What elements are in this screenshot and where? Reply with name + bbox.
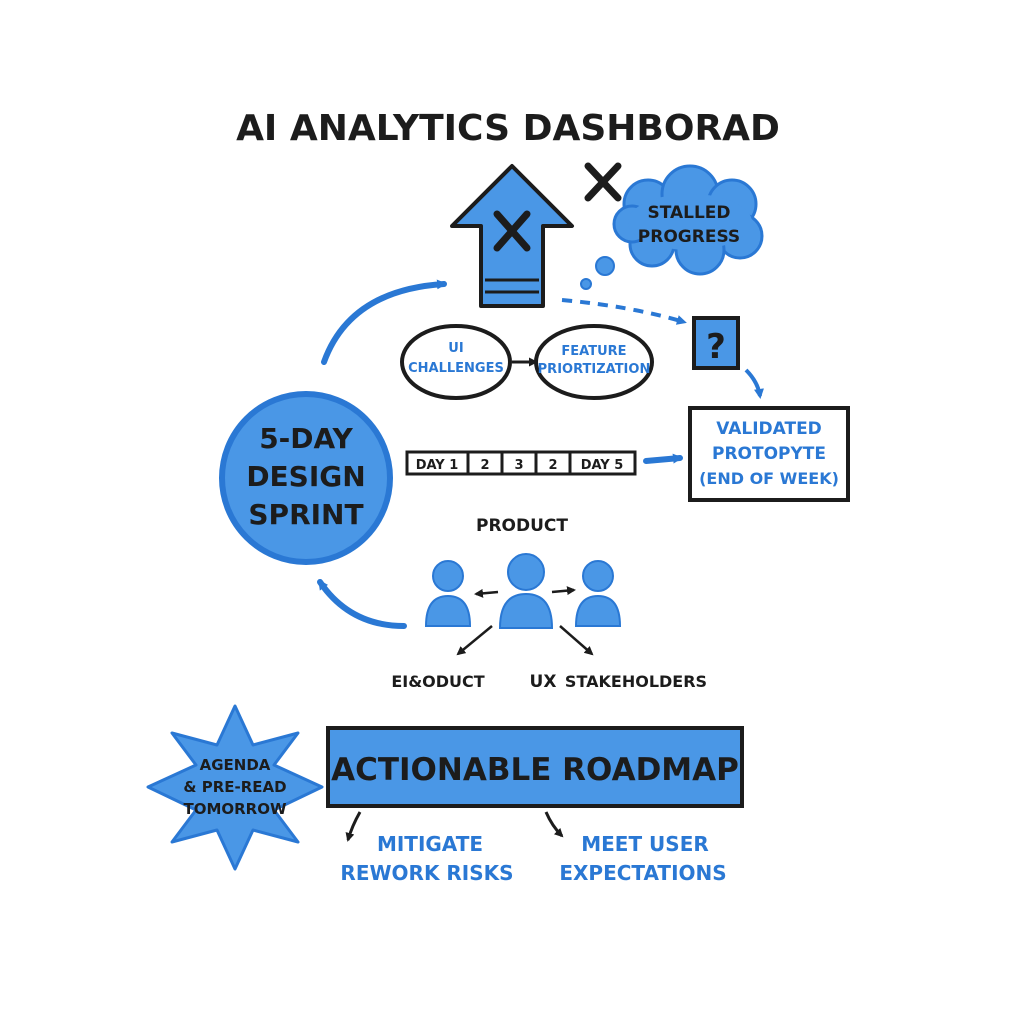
outcome-arrow-left: [345, 811, 362, 842]
validated-prototype-line3: (END OF WEEK): [699, 469, 839, 488]
x-mark-icon: [584, 162, 622, 202]
outcome-mitigate-line1: MITIGATE: [377, 832, 483, 856]
up-arrow-with-x-icon: [450, 164, 574, 308]
outcome-meet-line2: EXPECTATIONS: [559, 861, 726, 885]
team-link-arrow: [551, 586, 576, 596]
team-link-arrow: [456, 625, 493, 656]
thought-cloud-icon: [580, 164, 764, 290]
design-sprint-line1: 5-DAY: [259, 422, 353, 455]
person-icon: [498, 553, 554, 629]
design-sprint-line3: SPRINT: [248, 498, 363, 531]
ui-challenges-oval: [400, 324, 512, 400]
agenda-line2: & PRE-READ: [183, 778, 286, 796]
feature-priortization-oval: [534, 324, 654, 400]
roadmap-label: ACTIONABLE ROADMAP: [331, 752, 739, 788]
question-box: [692, 316, 740, 370]
question-down-arrow: [744, 368, 764, 399]
question-mark-icon: ?: [706, 327, 726, 367]
feature-priortization-line1: FEATURE: [561, 344, 626, 359]
timeline-to-prototype-arrow: [643, 453, 683, 464]
team-link-arrow: [474, 588, 499, 598]
team-top-label: PRODUCT: [476, 516, 568, 536]
roadmap-banner: [326, 726, 744, 808]
team-label-product: EI&ODUCT: [391, 672, 484, 691]
stalled-progress-line2: PROGRESS: [638, 227, 740, 247]
outcome-arrow-right: [544, 811, 564, 838]
team-to-sprint-arrow: [317, 579, 407, 629]
validated-prototype-box: [688, 406, 850, 502]
person-icon: [574, 560, 622, 627]
timeline-cell: 2: [548, 458, 557, 473]
timeline-cell: 3: [514, 458, 523, 473]
outcome-mitigate-line2: REWORK RISKS: [340, 861, 513, 885]
ui-challenges-line2: CHALLENGES: [408, 361, 504, 376]
person-icon: [424, 560, 472, 627]
feature-priortization-line2: PRIORTIZATION: [538, 362, 651, 377]
sprint-timeline: DAY 1 2 3 2 DAY 5: [405, 450, 637, 476]
validated-prototype-line2: PROTOPYTE: [712, 444, 826, 464]
stalled-progress-line1: STALLED: [647, 203, 730, 223]
timeline-cell: DAY 5: [581, 458, 624, 473]
starburst-icon: [146, 704, 324, 871]
timeline-cell: DAY 1: [416, 458, 459, 473]
timeline-cell: 2: [480, 458, 489, 473]
design-sprint-circle: [219, 391, 393, 565]
agenda-line1: AGENDA: [200, 756, 271, 774]
team-link-arrow: [559, 625, 594, 656]
dashed-connector-arrow: [561, 298, 687, 325]
sprint-to-goal-arrow: [321, 279, 447, 365]
ui-challenges-line1: UI: [448, 341, 463, 356]
design-sprint-line2: DESIGN: [246, 460, 365, 493]
diagram-title: AI ANALYTICS DASHBORAD: [236, 108, 780, 149]
team-label-stakeholders: STAKEHOLDERS: [565, 672, 707, 691]
team-label-ux: UX: [530, 672, 557, 692]
outcome-meet-line1: MEET USER: [581, 832, 709, 856]
validated-prototype-line1: VALIDATED: [716, 419, 822, 439]
agenda-line3: TOMORROW: [183, 800, 287, 818]
